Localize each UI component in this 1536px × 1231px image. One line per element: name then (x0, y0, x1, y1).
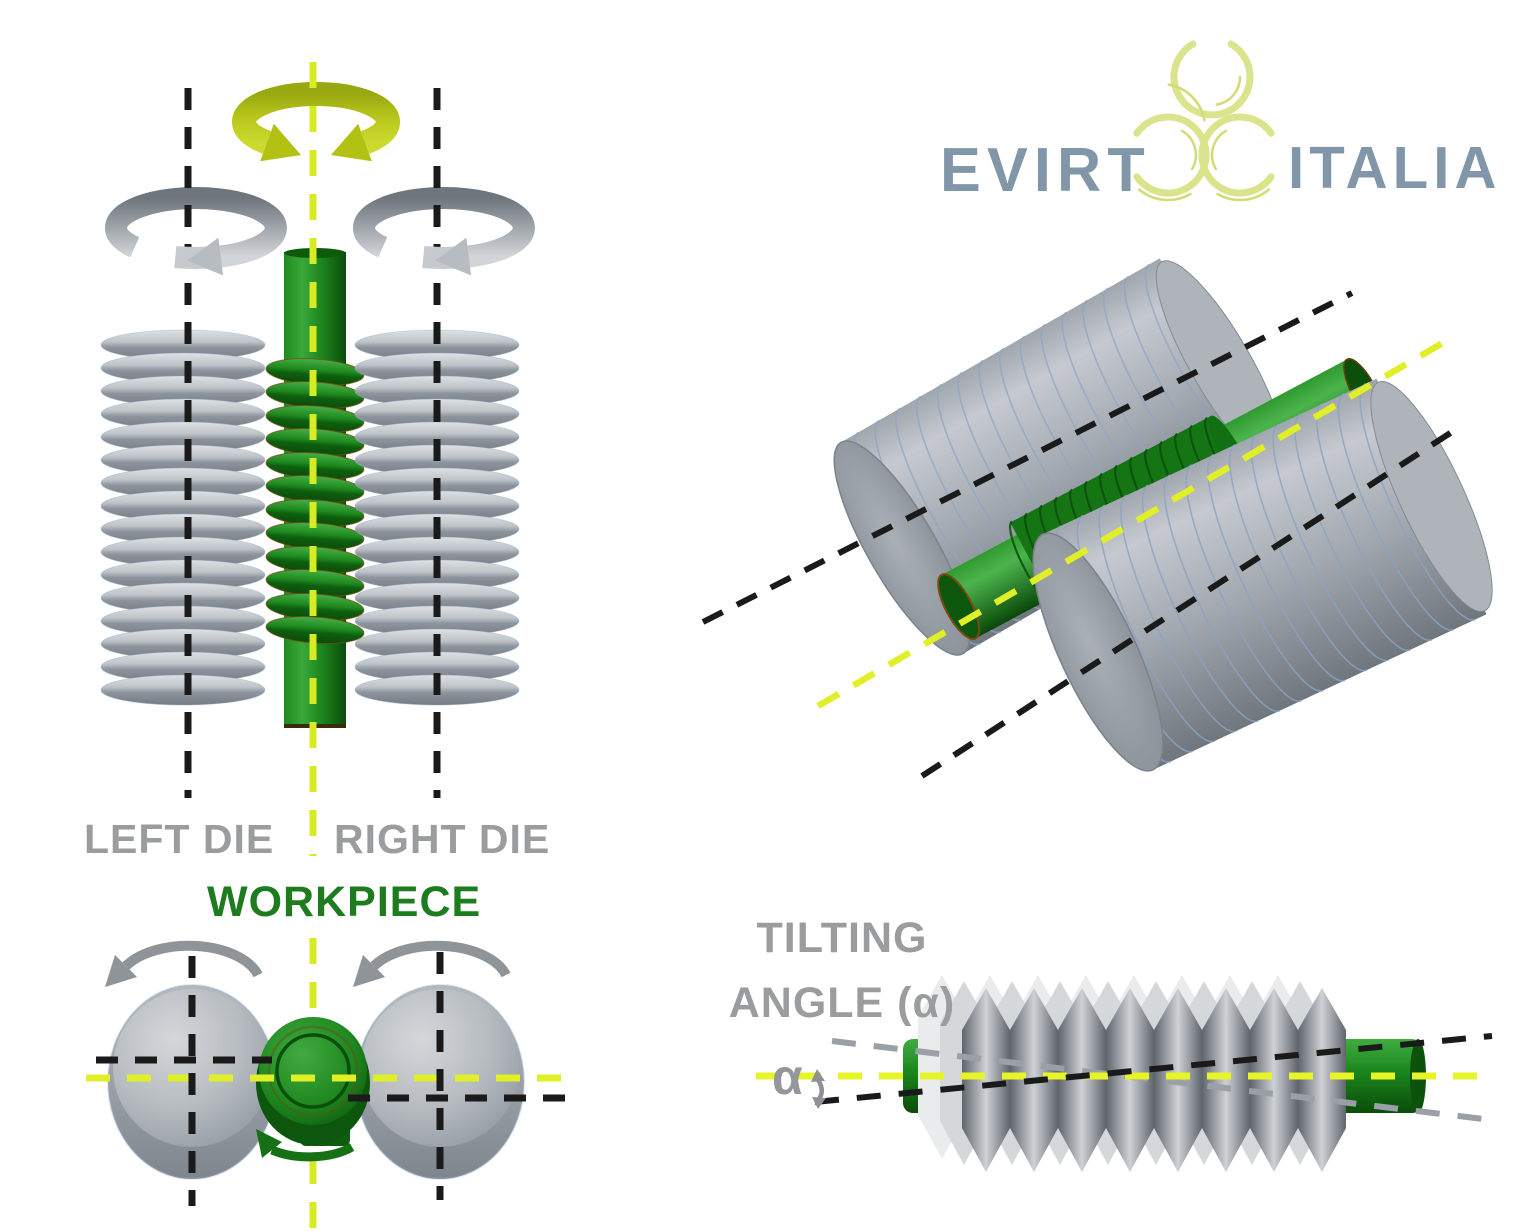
logo-arcs-icon (1133, 40, 1275, 202)
right-ring-arrowhead-icon (435, 237, 471, 276)
left-die-label: LEFT DIE (84, 816, 275, 862)
workpiece-rotation-ring (232, 82, 400, 154)
back-roller-axis (701, 290, 1354, 625)
left-die-rotation-arrow (105, 940, 263, 987)
workpiece-rotation-arrow (256, 1129, 355, 1162)
logo-word-evirt: EVIRT (940, 135, 1151, 205)
right-die-label: RIGHT DIE (334, 816, 551, 862)
workpiece-top-view (256, 1017, 370, 1145)
tilt-axis-black (814, 1033, 1493, 1105)
yellow-ring-arrowhead-right-icon (331, 123, 372, 162)
left-die-cylinder (101, 330, 265, 705)
right-die-rotation-arrow (353, 940, 511, 987)
tilting-angle-title-line2: ANGLE (α) (728, 978, 956, 1027)
yellow-ring-arrowhead-left-icon (260, 123, 301, 162)
front-view-diagram (101, 62, 535, 1228)
left-ring-arrowhead-icon (187, 237, 223, 276)
alpha-angle-arrow-icon (811, 1069, 826, 1109)
right-die-rotation-ring (352, 187, 535, 268)
isometric-view-diagram (701, 258, 1493, 779)
tilting-angle-diagram (756, 975, 1494, 1172)
front-roller-axis (920, 425, 1460, 779)
workpiece-label: WORKPIECE (207, 878, 482, 926)
alpha-symbol-label: α (772, 1049, 803, 1105)
tilting-angle-title-line1: TILTING (756, 914, 928, 962)
tilting-angle-title: TILTING ANGLE (α) (722, 906, 962, 1035)
top-view-diagram (86, 940, 568, 1206)
tilt-axis-gray (831, 1038, 1493, 1123)
front-roller (1032, 378, 1493, 772)
logo-word-italia: ITALIA (1288, 135, 1502, 202)
left-die-rotation-ring (104, 187, 287, 268)
